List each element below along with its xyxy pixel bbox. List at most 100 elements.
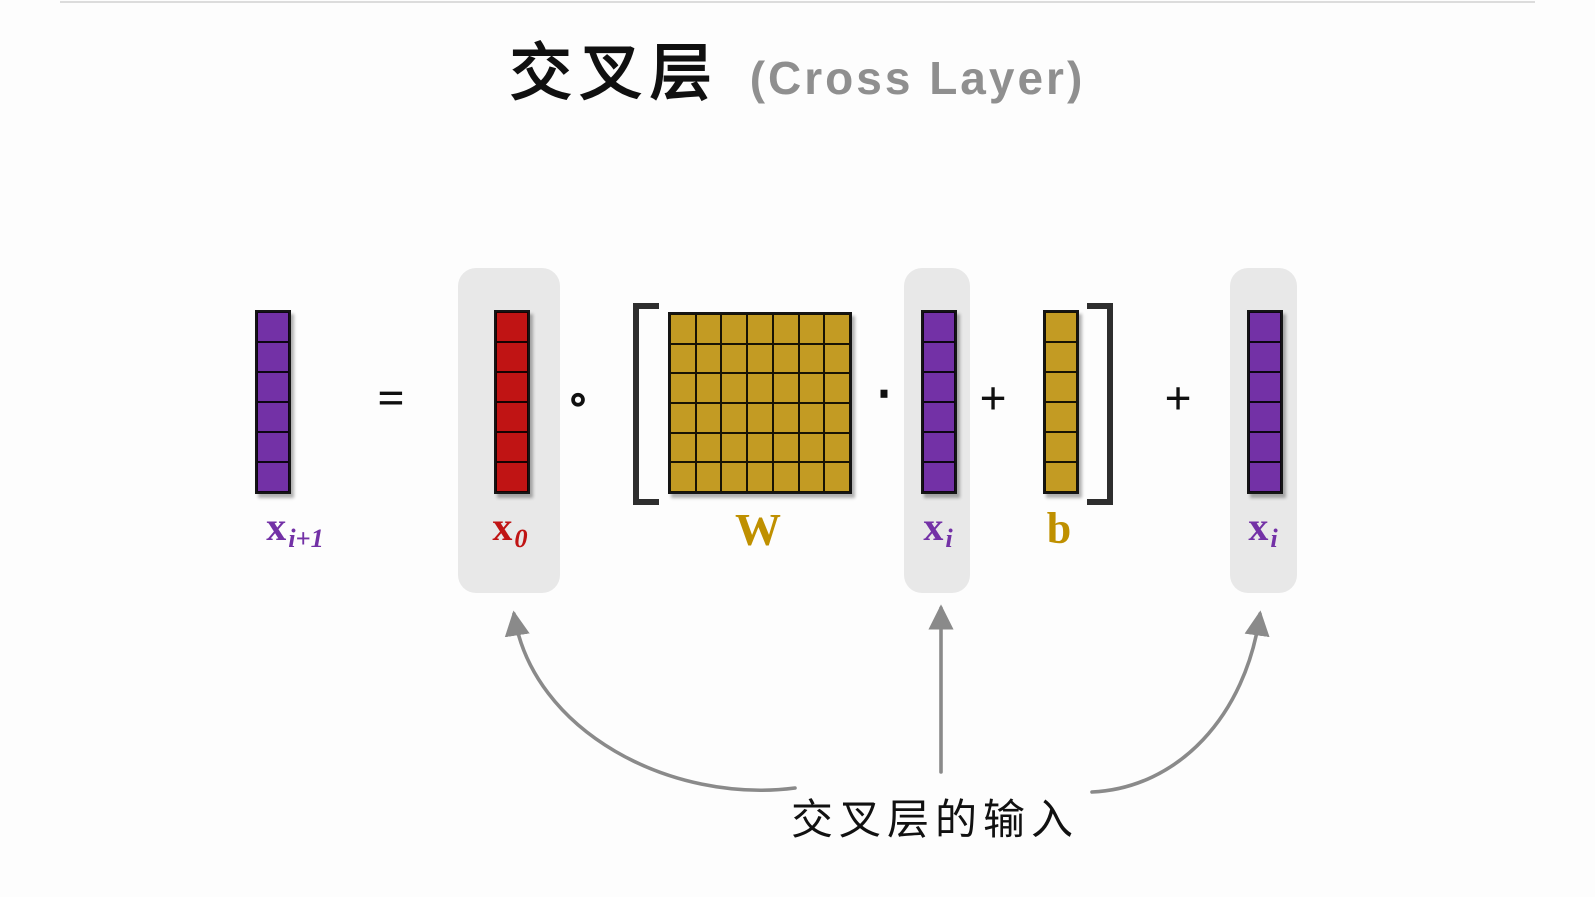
- grid-cell: [824, 343, 850, 374]
- grid-cell: [496, 312, 528, 342]
- grid-cell: [721, 462, 748, 492]
- grid-cell: [1045, 312, 1077, 342]
- grid-cell: [1249, 372, 1281, 402]
- label-x0: x0: [450, 503, 570, 554]
- hadamard-operator: ∘: [565, 375, 591, 421]
- grid-cell: [772, 432, 799, 463]
- page-title: 交叉层 (Cross Layer): [0, 22, 1595, 112]
- grid-cell: [496, 372, 528, 402]
- vector-b: [1043, 310, 1079, 494]
- grid-cell: [257, 342, 289, 372]
- grid-cell: [721, 314, 748, 344]
- grid-cell: [1249, 402, 1281, 432]
- label-xi-residual-sub: i: [1270, 523, 1278, 554]
- equals-operator: =: [377, 371, 405, 425]
- grid-cell: [670, 373, 696, 403]
- grid-cell: [695, 432, 722, 463]
- grid-cell: [670, 462, 696, 492]
- grid-cell: [1045, 372, 1077, 402]
- grid-cell: [496, 432, 528, 462]
- grid-cell: [747, 462, 773, 492]
- label-x0-sub: 0: [514, 523, 528, 554]
- grid-cell: [695, 314, 722, 344]
- grid-cell: [1045, 342, 1077, 372]
- grid-cell: [798, 314, 825, 344]
- vector-xi: [921, 310, 957, 494]
- grid-cell: [670, 402, 696, 433]
- arrow-to-xi-residual: [1090, 610, 1270, 794]
- grid-cell: [923, 312, 955, 342]
- grid-cell: [747, 402, 773, 433]
- label-x-next: xi+1: [225, 503, 365, 554]
- vector-xi-residual: [1247, 310, 1283, 494]
- grid-cell: [1249, 462, 1281, 492]
- grid-cell: [721, 432, 748, 463]
- grid-cell: [747, 432, 773, 463]
- grid-cell: [824, 402, 850, 433]
- grid-cell: [257, 462, 289, 492]
- vector-x0: [494, 310, 530, 494]
- top-divider: [60, 1, 1535, 3]
- grid-cell: [1249, 342, 1281, 372]
- grid-cell: [496, 402, 528, 432]
- title-english: (Cross Layer): [749, 52, 1086, 104]
- label-b: b: [999, 503, 1119, 554]
- grid-cell: [695, 343, 722, 374]
- label-xi-residual: xi: [1203, 503, 1323, 554]
- grid-cell: [747, 373, 773, 403]
- grid-cell: [923, 462, 955, 492]
- grid-cell: [721, 343, 748, 374]
- label-x0-base: x: [492, 504, 513, 549]
- grid-cell: [923, 372, 955, 402]
- grid-cell: [747, 343, 773, 374]
- grid-cell: [923, 402, 955, 432]
- grid-cell: [670, 343, 696, 374]
- grid-cell: [257, 372, 289, 402]
- label-xi-sub: i: [945, 523, 953, 554]
- grid-cell: [695, 402, 722, 433]
- label-xi-base: x: [923, 504, 944, 549]
- grid-cell: [670, 314, 696, 344]
- grid-cell: [1249, 312, 1281, 342]
- grid-cell: [772, 343, 799, 374]
- grid-cell: [670, 432, 696, 463]
- grid-cell: [824, 314, 850, 344]
- grid-cell: [721, 402, 748, 433]
- grid-cell: [496, 462, 528, 492]
- grid-cell: [772, 314, 799, 344]
- grid-cell: [1249, 432, 1281, 462]
- label-w-text: W: [735, 504, 781, 555]
- grid-cell: [721, 373, 748, 403]
- vector-x-next: [255, 310, 291, 494]
- grid-cell: [772, 373, 799, 403]
- grid-cell: [257, 312, 289, 342]
- grid-cell: [1045, 462, 1077, 492]
- grid-cell: [798, 432, 825, 463]
- arrow-to-x0: [504, 610, 797, 793]
- grid-cell: [257, 402, 289, 432]
- grid-cell: [824, 373, 850, 403]
- plus-residual-operator: +: [1164, 371, 1192, 425]
- grid-cell: [824, 462, 850, 492]
- grid-cell: [747, 314, 773, 344]
- plus-bias-operator: +: [979, 371, 1007, 425]
- grid-cell: [824, 432, 850, 463]
- grid-cell: [496, 342, 528, 372]
- grid-cell: [798, 373, 825, 403]
- label-xi: xi: [878, 503, 998, 554]
- grid-cell: [923, 432, 955, 462]
- grid-cell: [772, 402, 799, 433]
- grid-cell: [923, 342, 955, 372]
- label-x-next-sub: i+1: [288, 523, 324, 554]
- dot-operator: ⋅: [875, 367, 893, 424]
- label-x-next-base: x: [266, 504, 287, 549]
- title-chinese: 交叉层: [509, 36, 720, 109]
- matrix-w: [668, 312, 852, 494]
- right-bracket: [1087, 303, 1113, 505]
- grid-cell: [798, 343, 825, 374]
- left-bracket: [633, 303, 659, 505]
- grid-cell: [1045, 402, 1077, 432]
- grid-cell: [257, 432, 289, 462]
- grid-cell: [798, 462, 825, 492]
